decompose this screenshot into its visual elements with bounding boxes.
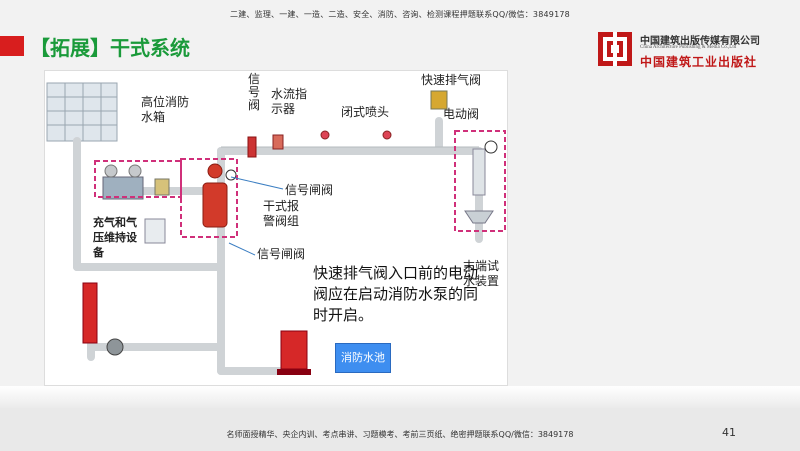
publisher-name-en: China Architecture Publishing & Media Co… (640, 45, 737, 50)
air-compressor-icon (102, 164, 170, 200)
dry-alarm-valve-icon (202, 163, 237, 228)
publisher-logo-icon (598, 32, 632, 66)
floor-highlight (0, 386, 800, 408)
tank-label: 高位消防水箱 (141, 95, 190, 124)
air-equipment-label: 充气和气压维持设备 (93, 216, 137, 259)
sprinkler-label: 闭式喷头 (341, 105, 390, 119)
publisher-brand-cn: 中国建筑工业出版社 (640, 55, 758, 69)
electric-valve-label: 电动阀 (443, 107, 480, 121)
pump-adapter-icon (82, 282, 124, 356)
dry-system-diagram: 高位消防水箱 信号阀 水流指示器 闭式喷头 快速排气阀 电动阀 信号闸阀 干式报… (44, 70, 508, 386)
end-test-device-icon (464, 140, 498, 224)
page-number: 41 (722, 426, 736, 439)
diagram-note: 快速排气阀入口前的电动阀应在启动消防水泵的同时开启。 (313, 264, 479, 324)
closed-sprinkler-icon (320, 130, 392, 140)
water-tank-icon (46, 82, 118, 142)
signal-valve-icon (247, 136, 257, 158)
signal-valve-label: 信号阀 (248, 72, 261, 112)
quick-exhaust-valve-icon (430, 90, 448, 110)
flow-indicator-icon (272, 134, 284, 150)
fire-pump-icon (277, 330, 311, 375)
quick-exhaust-label: 快速排气阀 (421, 73, 482, 87)
pipe-network (46, 82, 506, 375)
end-test-label: 末端试水装置 (463, 259, 500, 288)
title-accent-bar (0, 36, 24, 56)
publisher-name-cn: 中国建筑出版传媒有限公司 (640, 36, 760, 47)
fire-pool: 消防水池 (335, 343, 391, 373)
bottom-note: 名师面授精华、央企内训、考点串讲、习题模考、考前三页纸、绝密押题联系QQ/微信：… (226, 430, 574, 439)
dry-alarm-label: 干式报警阀组 (263, 199, 300, 228)
flow-indicator-label: 水流指示器 (271, 87, 308, 116)
publisher-logo: 中国建筑出版传媒有限公司 China Architecture Publishi… (596, 30, 792, 70)
signal-gate-label-1: 信号闸阀 (285, 183, 334, 197)
control-box-icon (144, 218, 166, 244)
top-note: 二建、监理、一建、一造、二造、安全、消防、咨询、检测课程押题联系QQ/微信：38… (230, 10, 570, 19)
slide-title: 【拓展】干式系统 (30, 36, 190, 60)
signal-gate-label-2: 信号闸阀 (257, 247, 306, 261)
